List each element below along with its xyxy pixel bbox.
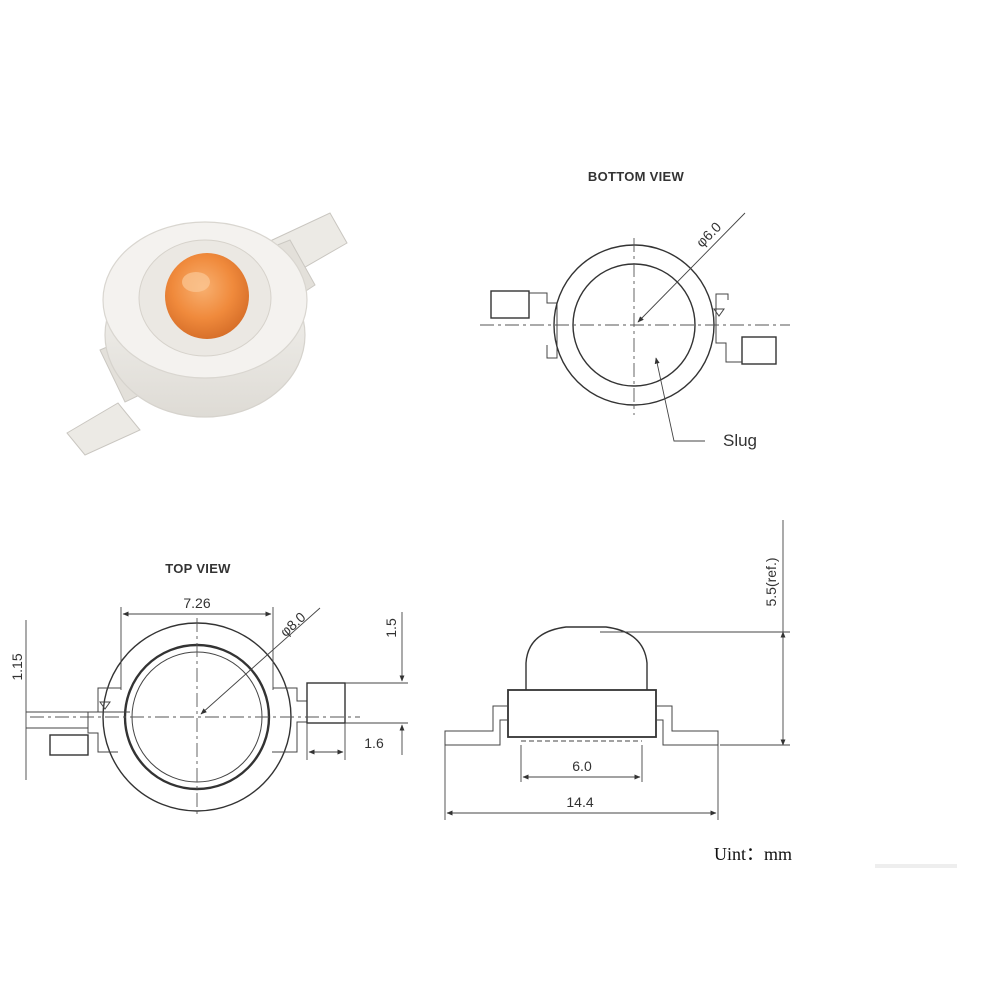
corner-divider [875, 864, 957, 868]
pin-length-label: 1.5 [383, 618, 399, 638]
bottom-view-title: BOTTOM VIEW [588, 169, 685, 184]
unit-label: Uint：mm [714, 844, 792, 864]
bottom-view-pin-right [741, 336, 777, 365]
top-view-lens [123, 643, 271, 791]
slug-label: Slug [723, 431, 757, 450]
lens-diameter-leader [200, 607, 321, 715]
slug-diameter-label: φ6.0 [693, 219, 725, 251]
side-view-body [507, 689, 657, 738]
top-view-pin-right [306, 682, 346, 724]
length-label: 14.4 [566, 794, 593, 810]
slug-width-label: 6.0 [572, 758, 592, 774]
pin-width-label: 1.6 [364, 735, 384, 751]
bottom-view-tab-right [715, 293, 742, 363]
lens-diameter-label: φ8.0 [277, 609, 309, 640]
led-product-photo [66, 212, 348, 456]
side-view-lead-right [656, 705, 719, 746]
slug-leader [654, 357, 705, 442]
side-view-lead-left [444, 705, 508, 746]
top-view-pin-left [49, 734, 89, 756]
top-view: TOP VIEW 7.26 φ8.0 1.15 1.5 [9, 561, 408, 818]
bottom-view-tab-left [529, 292, 558, 359]
led-photo-lens-highlight [182, 272, 210, 292]
width-label: 7.26 [183, 595, 210, 611]
top-view-polarity-icon [99, 701, 111, 710]
side-view: 5.5(ref.) 6.0 14.4 [444, 520, 790, 820]
slug-diameter-leader [637, 212, 746, 323]
pin-offset-label: 1.15 [9, 653, 25, 680]
led-photo-pin-left [66, 402, 141, 456]
top-view-title: TOP VIEW [165, 561, 231, 576]
polarity-triangle-icon [713, 308, 725, 317]
bottom-view: BOTTOM VIEW φ6.0 Slug [480, 169, 790, 450]
led-photo-lens [165, 253, 249, 339]
height-label: 5.5(ref.) [763, 557, 779, 606]
top-view-tab-left [87, 687, 121, 753]
bottom-view-pin-left [490, 290, 530, 319]
side-view-lens-dome [525, 626, 648, 690]
